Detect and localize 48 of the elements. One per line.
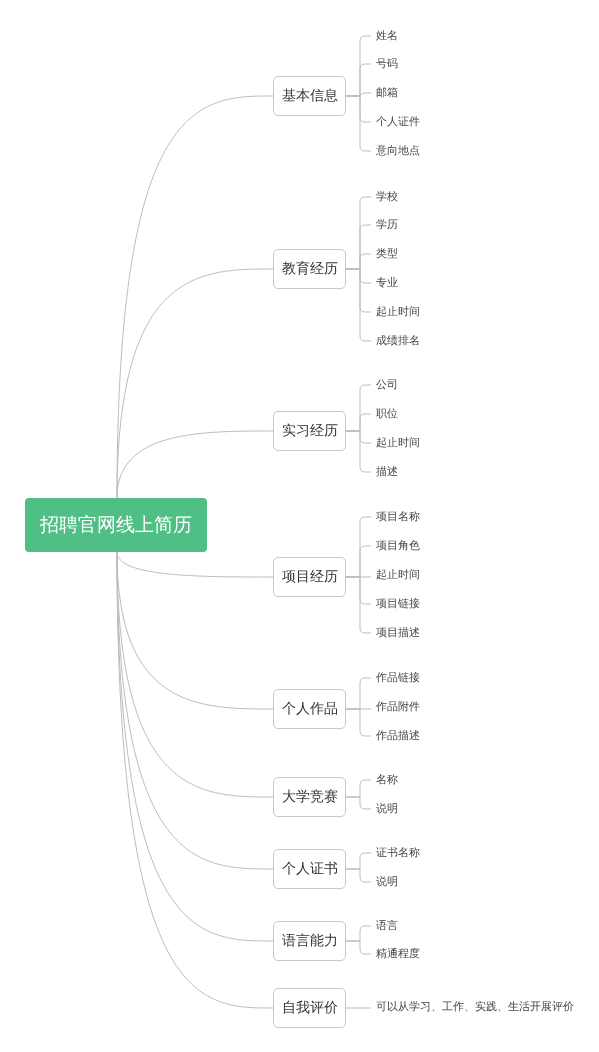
- root-topic-box: 招聘官网线上简历: [25, 498, 207, 552]
- subtopic-text: 精通程度: [376, 946, 420, 962]
- connector-line: [116, 430, 274, 499]
- connector-line: [345, 868, 372, 883]
- subtopic-text: 语言: [376, 918, 398, 934]
- connector-line: [345, 1007, 372, 1009]
- topic-box: 自我评价: [273, 988, 346, 1028]
- subtopic-text: 项目名称: [376, 509, 420, 525]
- subtopic-text: 专业: [376, 275, 398, 291]
- subtopic-text: 公司: [376, 377, 398, 393]
- topic-box: 基本信息: [273, 76, 346, 116]
- subtopic-text: 起止时间: [376, 435, 420, 451]
- connector-line: [345, 708, 372, 737]
- subtopic-text: 职位: [376, 406, 398, 422]
- subtopic-text: 类型: [376, 246, 398, 262]
- subtopic-text: 成绩排名: [376, 333, 420, 349]
- connector-line: [345, 940, 372, 955]
- subtopic-text: 名称: [376, 772, 398, 788]
- subtopic-text: 学历: [376, 217, 398, 233]
- subtopic-text: 项目角色: [376, 538, 420, 554]
- subtopic-text: 证书名称: [376, 845, 420, 861]
- topic-box: 项目经历: [273, 557, 346, 597]
- subtopic-text: 学校: [376, 189, 398, 205]
- subtopic-text: 个人证件: [376, 114, 420, 130]
- subtopic-text: 作品链接: [376, 670, 420, 686]
- subtopic-text: 作品附件: [376, 699, 420, 715]
- connector-line: [345, 576, 372, 634]
- subtopic-text: 起止时间: [376, 304, 420, 320]
- subtopic-text: 姓名: [376, 28, 398, 44]
- subtopic-text: 作品描述: [376, 728, 420, 744]
- topic-box: 实习经历: [273, 411, 346, 451]
- topic-box: 个人作品: [273, 689, 346, 729]
- subtopic-text: 意向地点: [376, 143, 420, 159]
- topic-box: 大学竞赛: [273, 777, 346, 817]
- subtopic-text: 说明: [376, 801, 398, 817]
- subtopic-text: 说明: [376, 874, 398, 890]
- topic-box: 语言能力: [273, 921, 346, 961]
- topic-box: 教育经历: [273, 249, 346, 289]
- connector-line: [345, 796, 372, 810]
- subtopic-text: 邮箱: [376, 85, 398, 101]
- subtopic-text: 可以从学习、工作、实践、生活开展评价: [376, 999, 574, 1015]
- topic-box: 个人证书: [273, 849, 346, 889]
- subtopic-text: 号码: [376, 56, 398, 72]
- subtopic-text: 描述: [376, 464, 398, 480]
- connector-line: [345, 95, 372, 152]
- subtopic-text: 项目链接: [376, 596, 420, 612]
- subtopic-text: 项目描述: [376, 625, 420, 641]
- subtopic-text: 起止时间: [376, 567, 420, 583]
